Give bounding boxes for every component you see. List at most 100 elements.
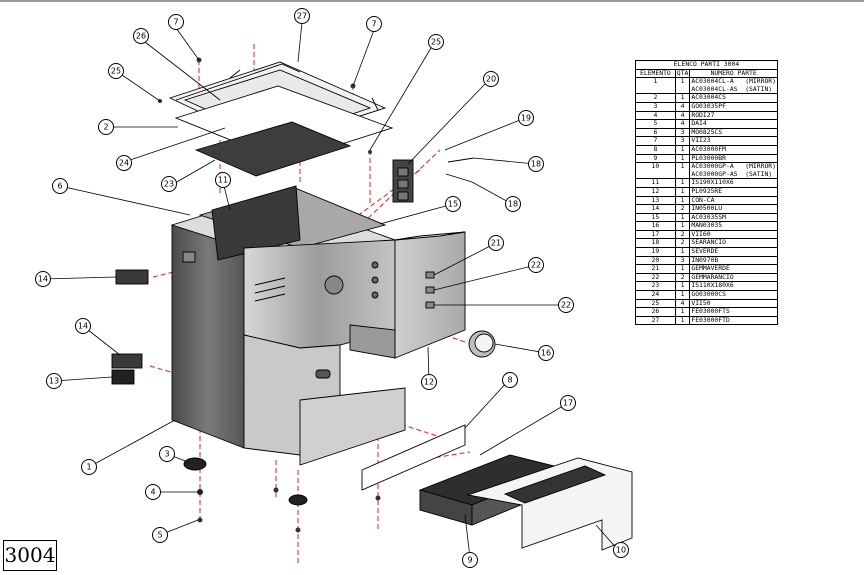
part-number-cell: PL0925RE [689,186,778,197]
feet [183,457,381,533]
part-number-cell: SEVERDE [689,247,778,257]
svg-text:12: 12 [424,378,434,387]
callout-22: 22 [528,257,544,273]
pressure-gauge [468,330,496,358]
callout-12: 12 [421,374,437,390]
qty-cell: 1 [674,144,691,155]
switch-hole-1 [371,261,379,269]
switch-block [392,159,414,203]
callout-6: 6 [52,178,68,194]
qty-cell: 1 [674,290,691,300]
callout-26: 26 [133,28,149,44]
qty-cell: 1 [674,186,691,197]
callout-17: 17 [560,395,576,411]
svg-text:13: 13 [49,377,59,386]
svg-text:16: 16 [541,349,551,358]
callout-11: 11 [215,172,231,188]
parts-list-table: ELENCO PARTI 3004 ELEMENTO QTÀ NUMERO PA… [635,60,778,326]
front-plate [361,424,466,491]
qty-cell: 2 [674,204,691,214]
svg-text:7: 7 [173,18,178,27]
machine-body [170,185,406,466]
svg-text:24: 24 [119,159,129,168]
svg-text:19: 19 [521,114,531,123]
callout-5: 5 [152,527,168,543]
callout-24: 24 [116,155,132,171]
callout-13: 13 [46,373,62,389]
svg-text:6: 6 [57,182,62,191]
callout-23: 23 [161,176,177,192]
part-number-cell: GO03035PF [689,101,778,112]
svg-text:21: 21 [491,239,501,248]
callout-7: 7 [168,14,184,30]
insulation-11 [211,185,301,261]
svg-text:18: 18 [531,160,541,169]
part-number-cell: AC03000FM [689,144,778,155]
top-border [0,0,864,2]
svg-text:9: 9 [467,556,472,565]
svg-text:14: 14 [78,322,88,331]
part-number-cell: IN0500LU [689,204,778,214]
svg-text:5: 5 [157,531,162,540]
svg-text:4: 4 [150,488,155,497]
element-cell: 24 [635,290,676,300]
qty-cell: 1 [674,247,691,257]
rail-bar [175,63,379,111]
callout-10: 10 [613,542,629,558]
logo-badge [315,369,331,379]
svg-text:22: 22 [561,301,571,310]
callout-1: 1 [81,459,97,475]
callout-20: 20 [483,71,499,87]
element-cell: 5 [635,119,676,129]
cup-grid [466,457,633,551]
element-cell: 12 [635,186,676,197]
part-number-cell: AC03000GP-A (MIRROR) AC03000GP-AS (SATIN… [689,162,778,180]
callout-16: 16 [538,345,554,361]
callout-18: 18 [528,156,544,172]
svg-text:14: 14 [38,275,48,284]
element-cell: 8 [635,144,676,155]
part-number-cell: DAI4 [689,119,778,129]
svg-text:8: 8 [507,376,512,385]
svg-text:10: 10 [616,546,626,555]
callout-15: 15 [445,196,461,212]
qty-cell: 1 [674,77,691,95]
switch-hole-3 [371,291,379,299]
callout-14: 14 [75,318,91,334]
top-cover-assembly [158,57,394,177]
svg-text:20: 20 [486,75,496,84]
svg-text:27: 27 [297,12,307,21]
indicator-lamps [444,139,475,183]
connectors [111,251,196,385]
gauge-hole [324,275,344,295]
svg-text:25: 25 [431,38,441,47]
callout-25: 25 [428,34,444,50]
svg-text:22: 22 [531,261,541,270]
element-cell: 1 [635,77,676,95]
screw-25b [368,150,372,154]
svg-text:18: 18 [508,200,518,209]
svg-text:15: 15 [448,200,458,209]
element-cell: 10 [635,162,676,180]
element-cell: 3 [635,101,676,112]
element-cell: 27 [635,315,676,326]
callout-27: 27 [294,8,310,24]
qty-cell: 4 [674,119,691,129]
element-cell: 14 [635,204,676,214]
svg-text:11: 11 [218,176,228,185]
callout-2: 2 [98,119,114,135]
callout-21: 21 [488,235,504,251]
svg-text:17: 17 [563,399,573,408]
part-number-cell: AC03004CL-A (MIRROR) AC03004CL-AS (SATIN… [689,77,778,95]
